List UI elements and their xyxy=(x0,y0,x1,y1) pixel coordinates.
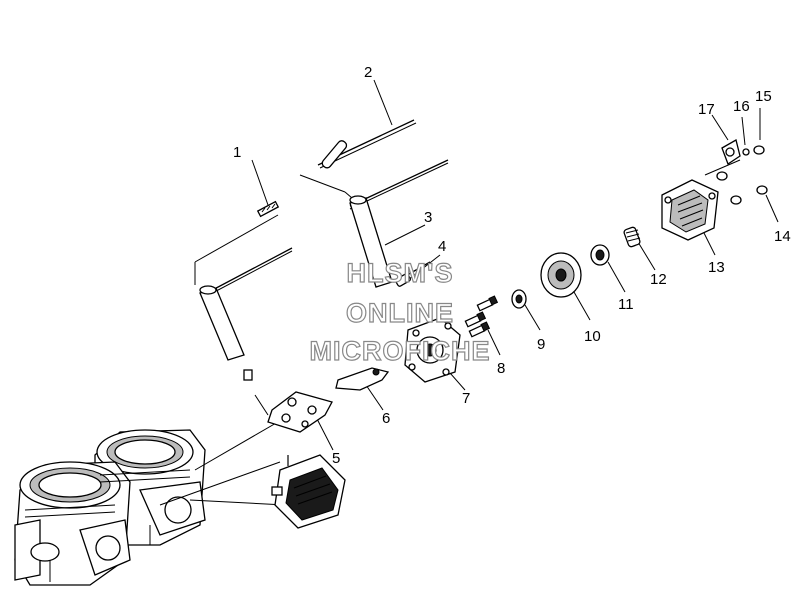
part-1-fitting xyxy=(256,140,348,218)
part-10-diaphragm xyxy=(540,252,582,298)
callout-7: 7 xyxy=(462,390,470,407)
callout-8: 8 xyxy=(497,360,505,377)
watermark: HLSM'S ONLINE MICROFICHE xyxy=(309,257,491,366)
callout-6: 6 xyxy=(382,410,390,427)
callout-17: 17 xyxy=(698,101,715,118)
engine-cylinder-block xyxy=(14,429,206,586)
callout-4: 4 xyxy=(438,238,446,255)
callout-16: 16 xyxy=(733,98,750,115)
callout-15: 15 xyxy=(755,88,772,105)
part-13-cover xyxy=(661,179,719,241)
callout-10: 10 xyxy=(584,328,601,345)
part-4-clip xyxy=(395,273,411,287)
tube-left xyxy=(199,285,253,381)
callout-11: 11 xyxy=(618,296,634,313)
part-7-plate xyxy=(404,317,461,383)
part-6-lever xyxy=(335,367,390,391)
part-3-tube xyxy=(349,195,393,288)
callout-5: 5 xyxy=(332,450,340,467)
part-8-screws xyxy=(464,295,499,338)
part-11-disc xyxy=(590,244,610,266)
watermark-line-2: ONLINE xyxy=(346,298,454,328)
part-15-bolt xyxy=(753,145,765,155)
part-9-washer xyxy=(511,289,527,309)
callout-2: 2 xyxy=(364,64,372,81)
callout-14: 14 xyxy=(774,228,791,245)
part-16-washer xyxy=(742,148,750,156)
callout-3: 3 xyxy=(424,209,432,226)
reed-block xyxy=(271,454,346,529)
callout-1: 1 xyxy=(233,144,241,161)
callout-12: 12 xyxy=(650,271,667,288)
callout-13: 13 xyxy=(708,259,725,276)
watermark-line-1: HLSM'S xyxy=(347,258,454,288)
callout-9: 9 xyxy=(537,336,545,353)
part-17-bracket xyxy=(721,139,741,165)
part-14-screws xyxy=(716,171,768,205)
callout-numbers: 1 2 3 4 5 6 7 8 9 10 11 12 13 14 15 16 1… xyxy=(233,64,791,467)
part-5-gasket xyxy=(267,391,333,433)
part-12-spring xyxy=(623,226,641,248)
watermark-line-3: MICROFICHE xyxy=(310,336,491,366)
leader-lines xyxy=(159,79,779,506)
